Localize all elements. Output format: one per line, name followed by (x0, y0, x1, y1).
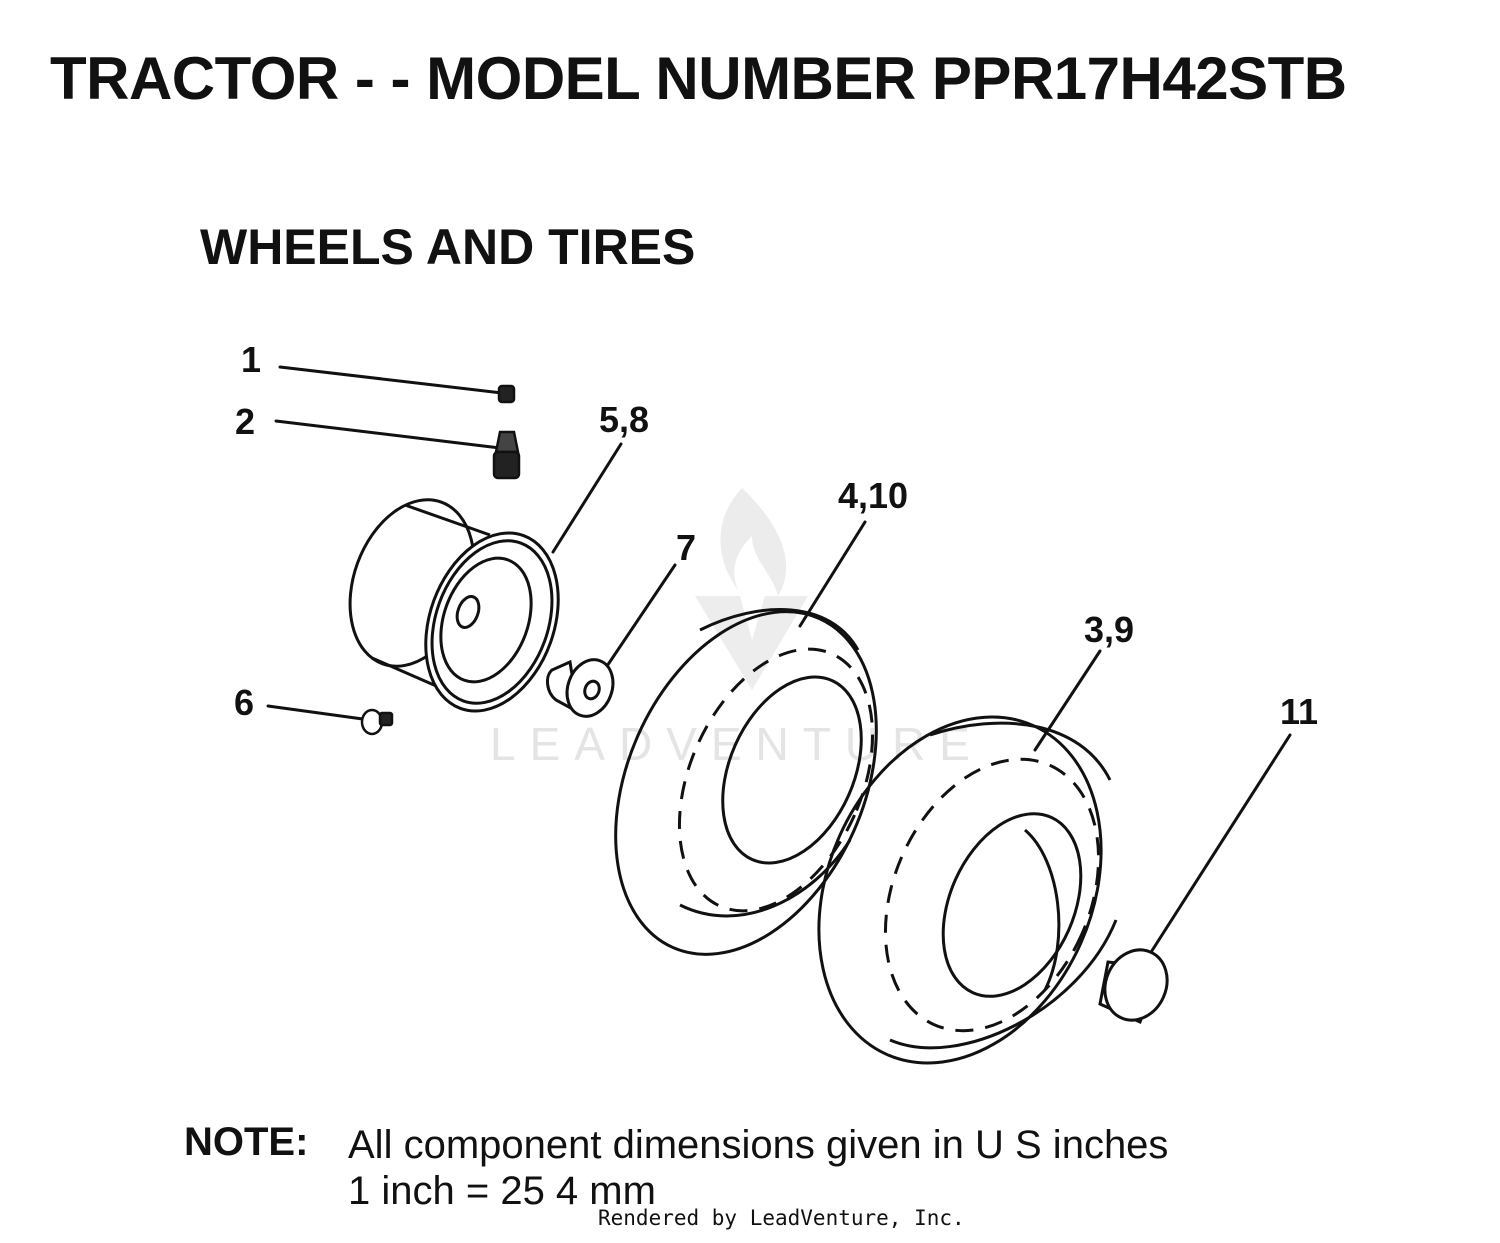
section-title: WHEELS AND TIRES (200, 219, 696, 275)
callout-1: 1 (241, 339, 261, 380)
leader-line-2 (274, 419, 502, 450)
rear-tire-part (817, 715, 1118, 1065)
leader-line-5-8 (551, 442, 623, 554)
callout-11: 11 (1280, 691, 1318, 732)
callout-3-9: 3,9 (1084, 609, 1134, 650)
leader-line-11 (1144, 733, 1292, 962)
front-tire-part (614, 608, 878, 956)
leader-line-3-9 (1033, 649, 1102, 752)
callout-2: 2 (235, 401, 255, 442)
valve-cap-part (497, 384, 516, 404)
leader-line-6 (266, 704, 372, 722)
grease-fitting-part (360, 708, 394, 736)
note-text: All component dimensions given in U S in… (348, 1122, 1168, 1214)
leader-line-4-10 (798, 520, 867, 628)
callout-7: 7 (676, 527, 696, 568)
leader-line-7 (601, 563, 677, 674)
watermark-flame-icon (720, 488, 787, 596)
valve-stem-part (492, 430, 521, 480)
callout-4-10: 4,10 (838, 475, 908, 516)
page-title: TRACTOR - - MODEL NUMBER PPR17H42STB (50, 45, 1347, 112)
note-line-1: All component dimensions given in U S in… (348, 1123, 1169, 1167)
note-line-2: 1 inch = 25 4 mm (348, 1169, 656, 1213)
bushing-part (546, 658, 615, 718)
wheel-rim-part (348, 498, 560, 713)
note-label: NOTE: (184, 1120, 309, 1164)
callout-5-8: 5,8 (599, 399, 649, 440)
callout-6: 6 (234, 682, 254, 723)
render-credit: Rendered by LeadVenture, Inc. (598, 1206, 965, 1230)
leadventure-watermark: LEADVENTURE (490, 488, 970, 770)
leader-line-1 (278, 365, 504, 395)
bearing-part (1098, 948, 1169, 1025)
